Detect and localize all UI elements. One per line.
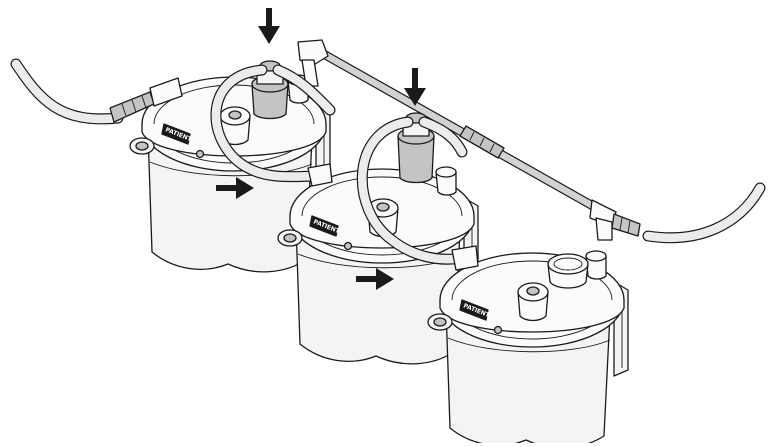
canister-3-open-cap	[547, 253, 589, 289]
inlet-connector-left	[109, 77, 183, 123]
rod-end-fitting	[589, 199, 641, 241]
arrow-right-2	[356, 268, 394, 290]
canister-2-vacuum-fitting	[397, 112, 435, 184]
rod-elbow-fitting	[297, 39, 329, 87]
arrow-down-1	[258, 8, 280, 44]
arrow-down-2	[404, 68, 426, 106]
canister-3-inlet-port	[451, 245, 479, 271]
loop-tube-1	[210, 64, 336, 183]
arrow-right-1	[216, 177, 254, 199]
vacuum-manifold-rod	[315, 47, 605, 215]
canister-2-inlet-port	[307, 163, 333, 187]
canister-3	[427, 250, 629, 447]
loop-tube-2	[356, 116, 468, 265]
